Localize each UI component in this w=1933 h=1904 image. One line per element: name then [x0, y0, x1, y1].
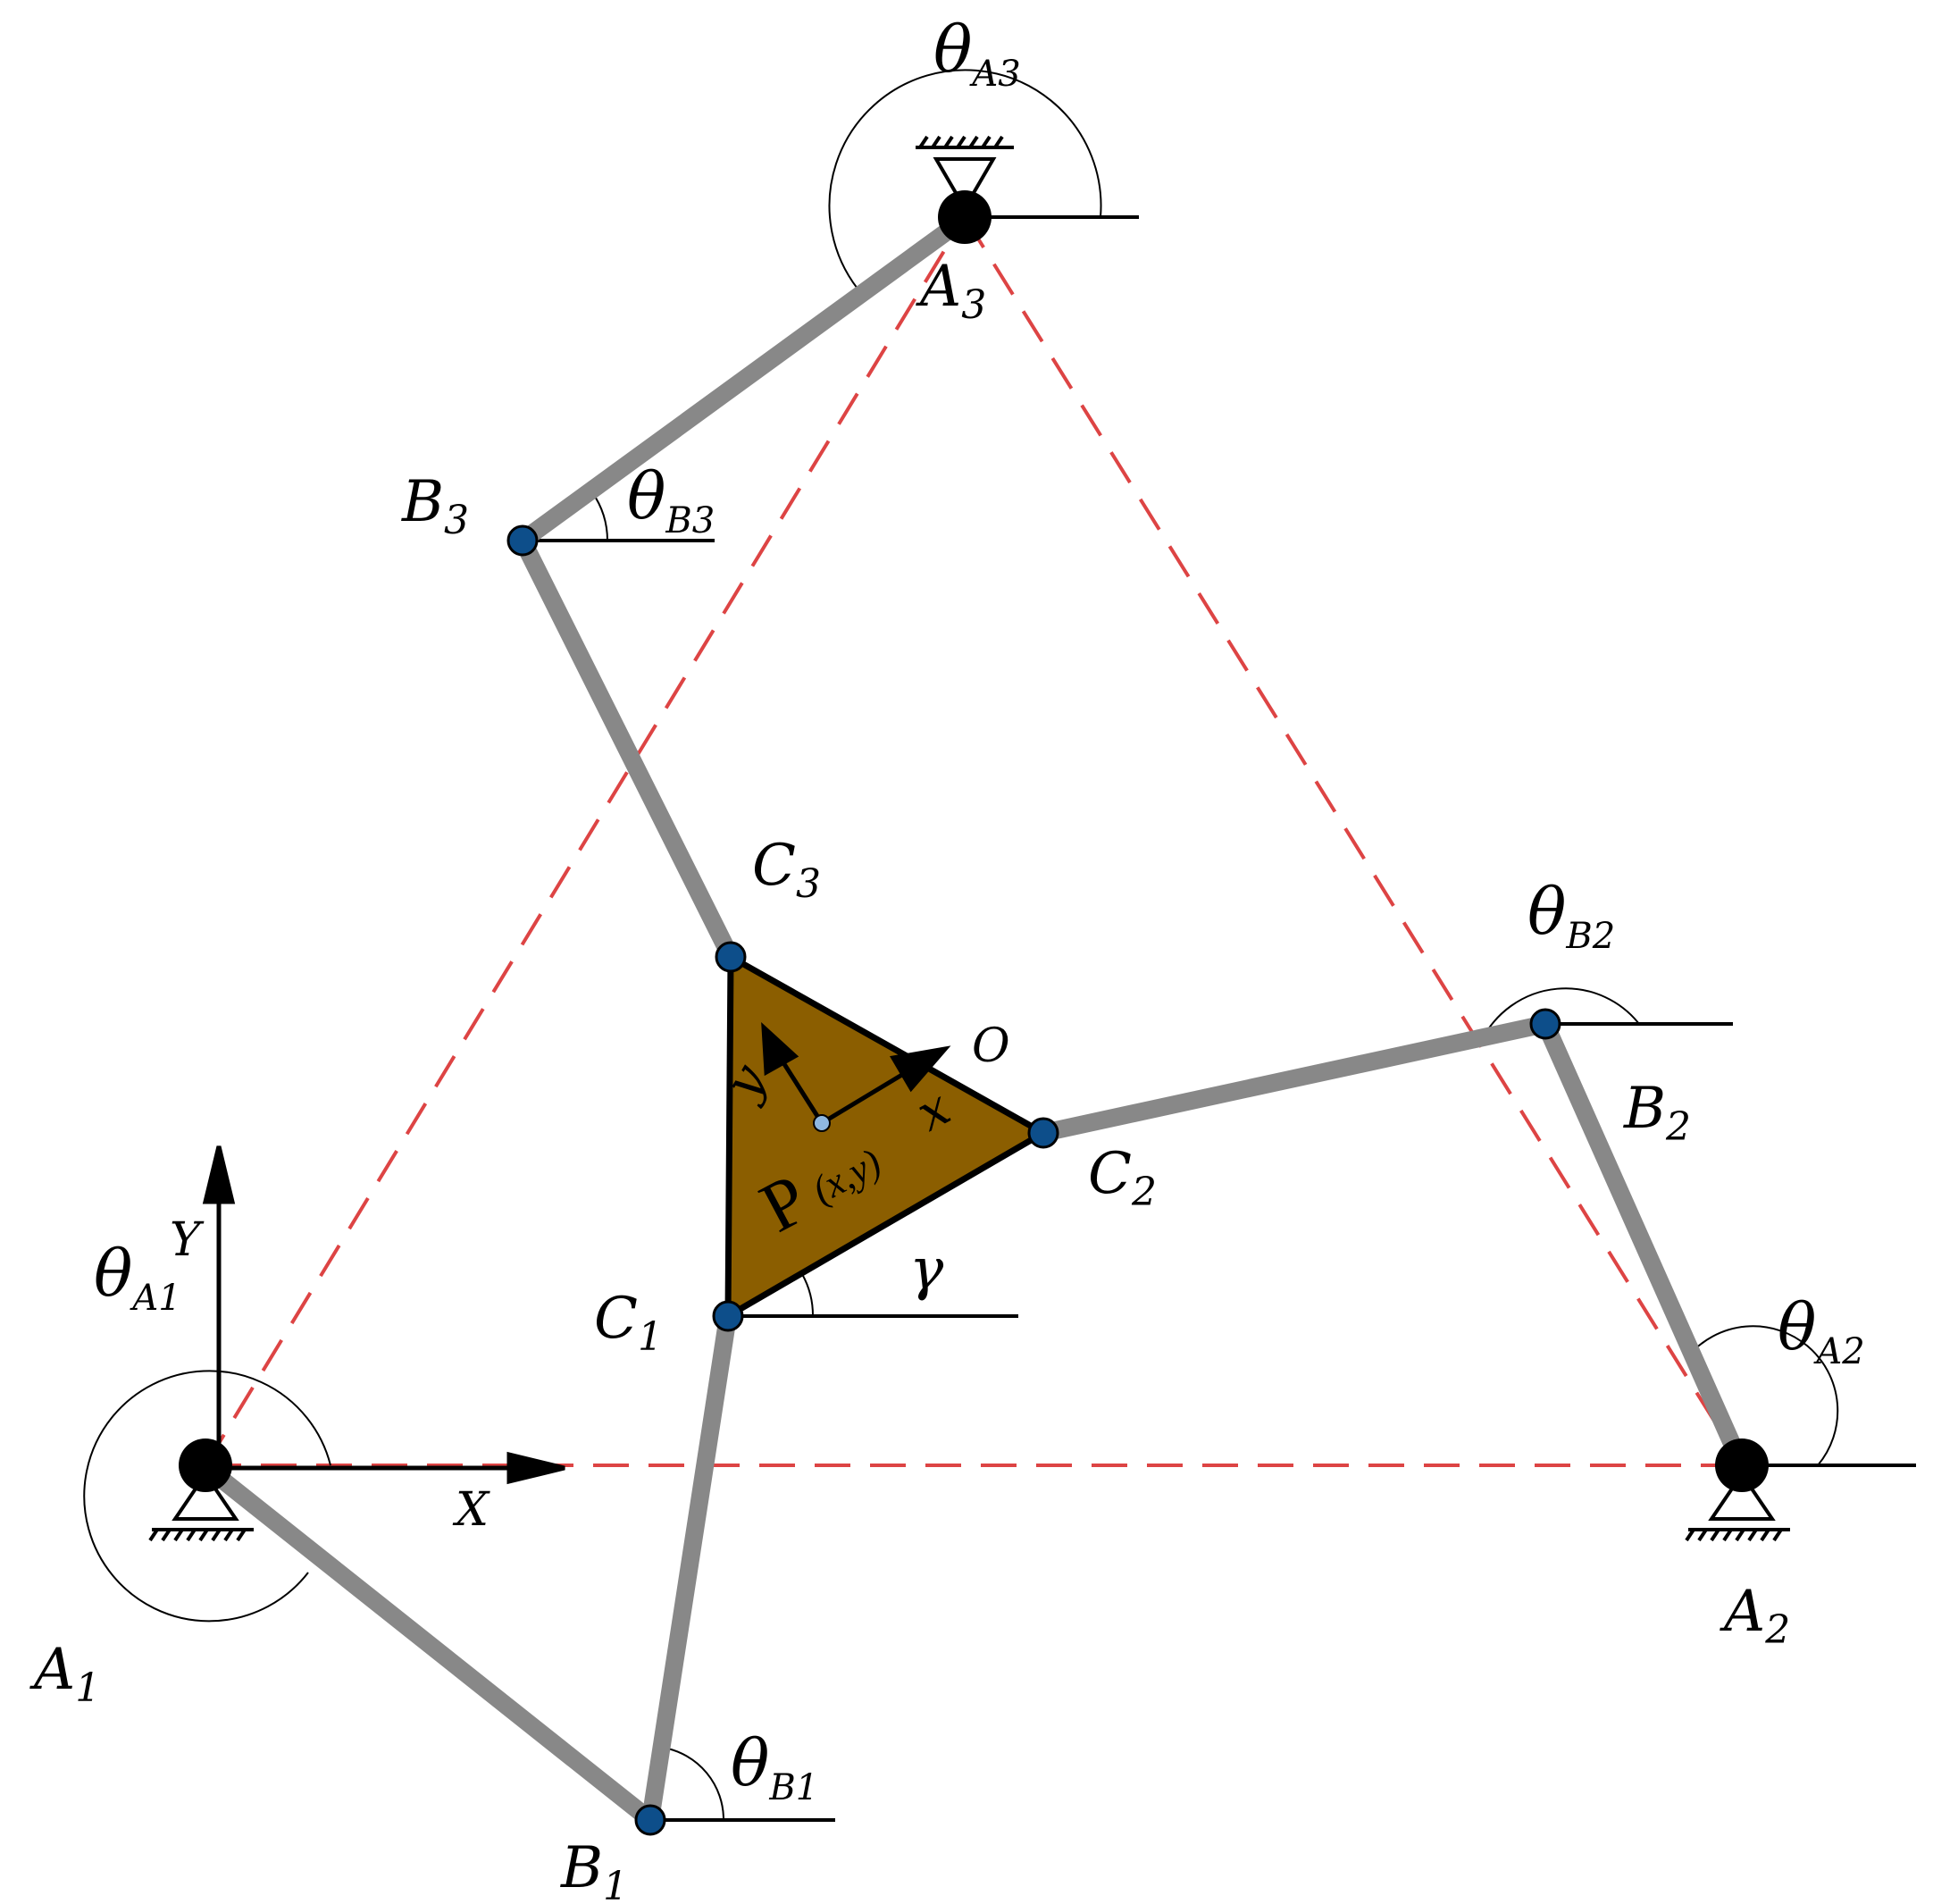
label-a1: A1 [29, 1637, 100, 1711]
label-c2: C2 [1088, 1141, 1157, 1215]
arc-theta-b3 [591, 491, 608, 541]
arc-theta-a3 [828, 69, 1102, 289]
ground-symbol-a1 [148, 1471, 254, 1542]
pivot-a2 [1715, 1438, 1769, 1492]
label-b1: B1 [560, 1835, 628, 1904]
joint-b1 [634, 1804, 666, 1836]
label-a2: A2 [1720, 1579, 1790, 1653]
label-theta-a1: θA1 [94, 1236, 181, 1319]
label-b2: B2 [1623, 1076, 1691, 1150]
label-c3: C3 [752, 833, 821, 907]
arc-theta-b1 [663, 1747, 725, 1821]
global-y-arrowhead [202, 1145, 236, 1204]
arc-gamma [801, 1273, 815, 1317]
pivot-a3 [938, 190, 992, 244]
local-x-arrowhead [890, 1045, 951, 1093]
pivot-a1 [179, 1438, 232, 1492]
label-gamma: γ [909, 1237, 944, 1303]
link-b3-c3 [515, 536, 739, 961]
global-x-arrowhead [506, 1451, 565, 1485]
label-theta-a2: θA2 [1778, 1289, 1865, 1372]
link-a3-b3 [517, 217, 961, 549]
joint-c2 [1027, 1117, 1059, 1149]
ground-supports [148, 135, 1790, 1542]
joint-b3 [506, 524, 539, 557]
moving-platform [724, 952, 1050, 1322]
link-a1-b1 [201, 1461, 657, 1827]
local-y-arrowhead [761, 1021, 799, 1077]
global-frame [202, 1145, 565, 1485]
angle-arcs [83, 69, 1839, 1821]
base-edge-a3-a2 [963, 215, 1744, 1467]
label-b3: B3 [401, 469, 469, 543]
local-y-axis [777, 1055, 824, 1125]
arc-theta-a1 [83, 1370, 331, 1623]
label-theta-b3: θB3 [627, 458, 715, 541]
label-a3: A3 [916, 254, 986, 328]
label-global-x: X [452, 1483, 490, 1537]
ground-symbol-a2 [1685, 1471, 1790, 1542]
arc-theta-b2 [1482, 987, 1640, 1039]
label-theta-a3: θA3 [933, 12, 1021, 95]
ground-symbol-a3 [916, 135, 1014, 212]
platform-center-p [813, 1114, 831, 1132]
base-edge-a1-a3 [204, 215, 966, 1467]
label-theta-b1: θB1 [731, 1725, 818, 1808]
links [201, 217, 1749, 1827]
base-triangle [204, 215, 1744, 1467]
local-x-axis [820, 1068, 911, 1126]
base-pivots [179, 190, 1769, 1492]
joint-b2 [1529, 1008, 1561, 1040]
label-o: O [972, 1019, 1010, 1073]
platform-frame [761, 1021, 951, 1126]
link-b2-a2 [1536, 1019, 1749, 1466]
label-global-y: Y [170, 1213, 205, 1267]
moving-joints [506, 524, 1561, 1836]
link-b1-c1 [641, 1314, 737, 1822]
link-c2-b2 [1041, 1015, 1548, 1142]
joint-c1 [712, 1300, 744, 1332]
label-c1: C1 [594, 1286, 663, 1360]
joint-c3 [715, 941, 747, 973]
arc-theta-a2 [1687, 1325, 1839, 1466]
label-theta-b2: θB2 [1527, 874, 1615, 957]
